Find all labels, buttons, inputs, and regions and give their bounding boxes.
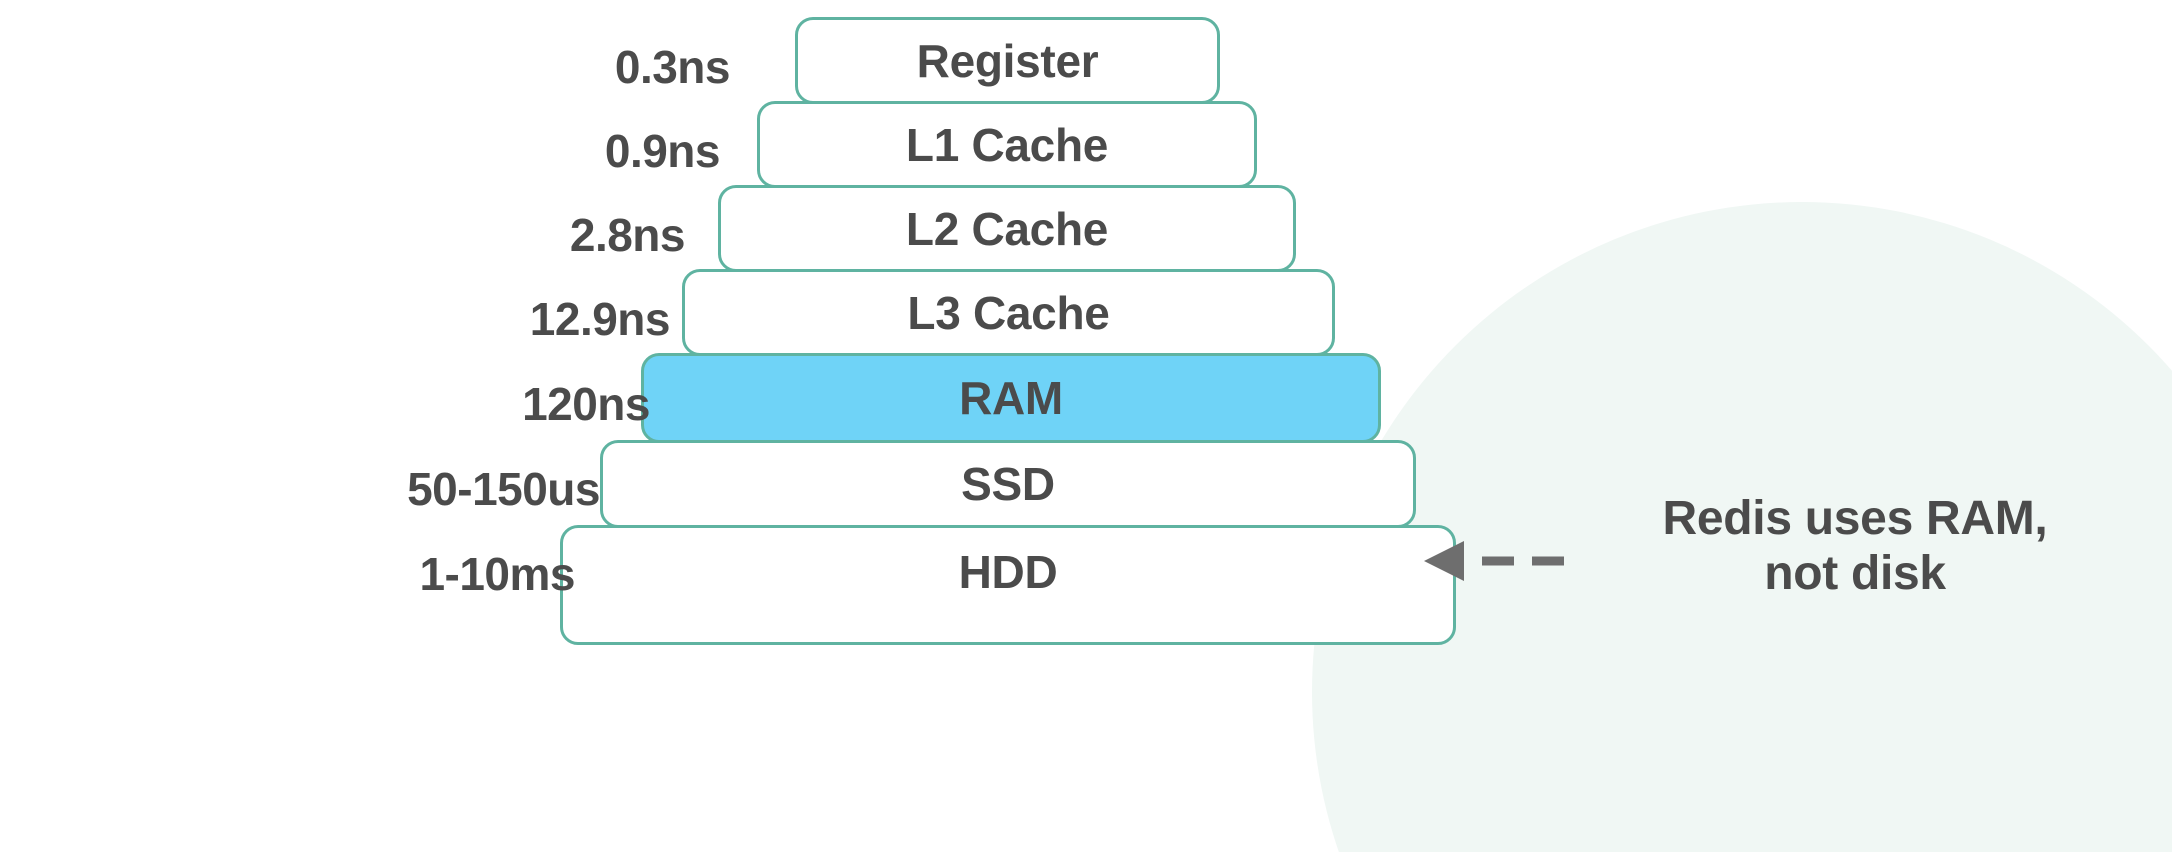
- callout-line-1: Redis uses RAM,: [1662, 492, 2048, 545]
- tier-register[interactable]: Register: [795, 17, 1220, 104]
- tier-l1-cache-label: L1 Cache: [905, 118, 1109, 171]
- latency-ram: 120ns: [522, 378, 650, 430]
- tier-l2-cache-label: L2 Cache: [905, 202, 1109, 255]
- latency-ssd: 50-150us: [407, 463, 600, 515]
- latency-hdd: 1-10ms: [419, 548, 575, 600]
- tier-ssd[interactable]: SSD: [600, 440, 1416, 528]
- tier-hdd[interactable]: HDD: [560, 525, 1456, 645]
- tier-l3-cache-label: L3 Cache: [907, 286, 1110, 339]
- tier-ram[interactable]: RAM: [641, 353, 1381, 443]
- latency-l2-cache: 2.8ns: [569, 209, 686, 261]
- callout-annotation: Redis uses RAM, not disk: [1595, 492, 2115, 601]
- latency-l3-cache: 12.9ns: [529, 293, 671, 345]
- tier-l3-cache[interactable]: L3 Cache: [682, 269, 1335, 356]
- tier-l2-cache[interactable]: L2 Cache: [718, 185, 1296, 272]
- tier-ram-label: RAM: [959, 372, 1063, 424]
- dashed-left-arrow-icon: [1424, 541, 1564, 581]
- tier-register-label: Register: [916, 34, 1099, 87]
- callout-line-2: not disk: [1764, 546, 1946, 600]
- tier-hdd-label: HDD: [958, 546, 1058, 598]
- tier-l1-cache[interactable]: L1 Cache: [757, 101, 1257, 188]
- latency-register: 0.3ns: [614, 41, 731, 93]
- latency-l1-cache: 0.9ns: [604, 125, 721, 177]
- tier-ssd-label: SSD: [961, 458, 1055, 510]
